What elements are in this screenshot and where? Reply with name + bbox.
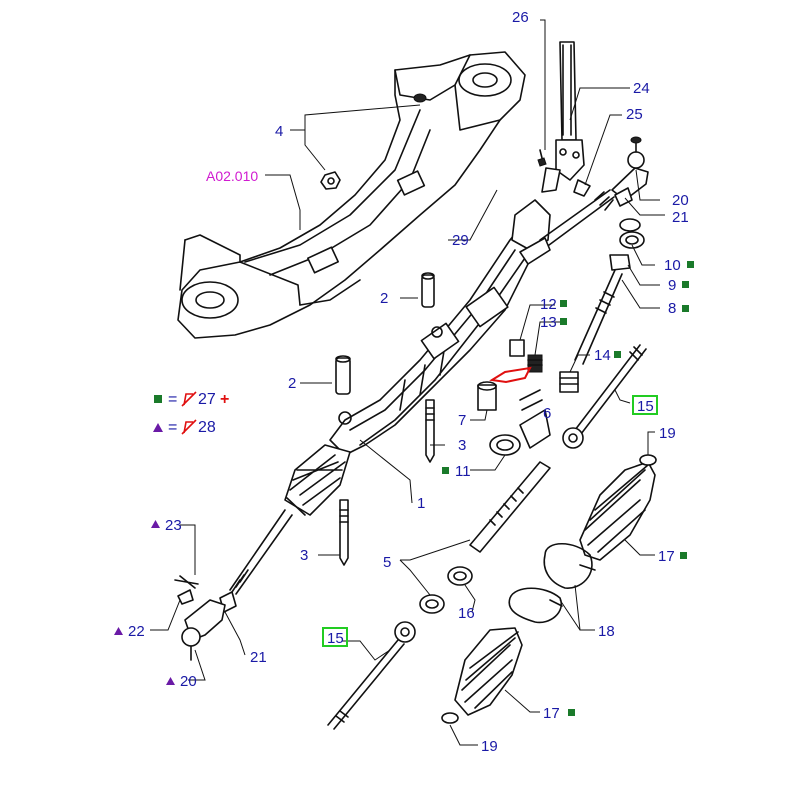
callout-9: 9 <box>668 277 676 294</box>
triangle-marker-22 <box>114 627 123 635</box>
red-arrow <box>489 366 532 384</box>
highlight-box-15-lower <box>322 627 348 647</box>
boot-17-lower <box>441 627 523 724</box>
callout-2-lower: 2 <box>288 375 296 392</box>
callout-1: 1 <box>417 495 425 512</box>
subframe <box>177 51 526 339</box>
callout-10: 10 <box>664 257 681 274</box>
callout-23: 23 <box>165 517 182 534</box>
callout-6: 6 <box>543 405 551 422</box>
square-markers <box>442 261 694 716</box>
bushing-16 <box>419 566 473 614</box>
bolt-3-upper <box>425 399 435 463</box>
bolt-3-lower <box>339 499 349 566</box>
highlight-box-15-upper <box>632 395 658 415</box>
callout-12: 12 <box>540 296 557 313</box>
square-marker-17-upper <box>680 552 687 559</box>
square-marker-13 <box>560 318 567 325</box>
right-tie-rod-upper <box>519 136 649 265</box>
callout-16: 16 <box>458 605 475 622</box>
callout-25: 25 <box>626 106 643 123</box>
callout-3-upper: 3 <box>458 437 466 454</box>
callout-22: 22 <box>128 623 145 640</box>
legend-plus: + <box>220 391 229 408</box>
clamp-18-lower <box>508 587 563 624</box>
callout-19-upper: 19 <box>659 425 676 442</box>
callout-4: 4 <box>275 123 283 140</box>
pinion-assembly <box>574 218 645 365</box>
square-marker-8 <box>682 305 689 312</box>
callout-19-lower: 19 <box>481 738 498 755</box>
boot-17-upper <box>579 454 657 561</box>
triangle-marker-23 <box>151 520 160 528</box>
callout-26: 26 <box>512 9 529 26</box>
left-boot-on-housing <box>284 444 351 516</box>
legend-no-symbol-2 <box>181 419 197 435</box>
callout-2-upper: 2 <box>380 290 388 307</box>
square-marker-11 <box>442 467 449 474</box>
callout-21-upper: 21 <box>672 209 689 226</box>
triangle-marker-20 <box>166 677 175 685</box>
square-marker-10 <box>687 261 694 268</box>
inner-tie-rod-upper <box>562 344 647 449</box>
callout-24: 24 <box>633 80 650 97</box>
legend-ref-27: 27 <box>198 391 216 408</box>
legend: = 27 + = 28 <box>153 391 229 436</box>
callout-14: 14 <box>594 347 611 364</box>
reference-a02-010: A02.010 <box>206 168 258 184</box>
callout-18: 18 <box>598 623 615 640</box>
square-marker-12 <box>560 300 567 307</box>
legend-triangle-marker <box>153 423 163 432</box>
bushing-2-lower <box>335 355 351 395</box>
left-tie-rod-end <box>174 575 226 661</box>
callout-13: 13 <box>540 314 557 331</box>
callout-11: 11 <box>455 463 471 480</box>
adjuster-parts <box>509 339 579 393</box>
callout-8: 8 <box>668 300 676 317</box>
legend-square-marker <box>154 395 162 403</box>
callout-20-lower: 20 <box>180 673 197 690</box>
square-marker-17-lower <box>568 709 575 716</box>
bushing-2-upper <box>421 272 435 308</box>
legend-equals-2: = <box>168 419 177 436</box>
left-tie-rod <box>219 509 293 613</box>
steering-shaft <box>537 41 591 197</box>
callout-15-upper: 15 <box>637 398 654 415</box>
legend-equals-1: = <box>168 391 177 408</box>
callout-3-lower: 3 <box>300 547 308 564</box>
callout-20-upper: 20 <box>672 192 689 209</box>
steering-gear-housing <box>329 199 551 456</box>
square-marker-14 <box>614 351 621 358</box>
square-marker-9 <box>682 281 689 288</box>
callout-15-lower: 15 <box>327 630 344 647</box>
callout-29: 29 <box>452 232 469 249</box>
callout-labels: 26 24 25 4 A02.010 20 21 29 10 9 8 2 12 … <box>128 9 689 755</box>
legend-no-symbol-1 <box>181 391 197 407</box>
legend-ref-28: 28 <box>198 419 216 436</box>
triangle-markers <box>114 520 175 685</box>
callout-17-upper: 17 <box>658 548 675 565</box>
inner-tie-rod-lower <box>327 621 416 730</box>
callout-5: 5 <box>383 554 391 571</box>
callout-21-lower: 21 <box>250 649 267 666</box>
nut-4 <box>320 171 341 190</box>
clamp-18-upper <box>543 543 596 589</box>
callout-7: 7 <box>458 412 466 429</box>
yoke-spring-plug <box>477 381 551 456</box>
callout-17-lower: 17 <box>543 705 560 722</box>
leader-lines <box>150 19 665 746</box>
rack-bar <box>469 461 551 553</box>
